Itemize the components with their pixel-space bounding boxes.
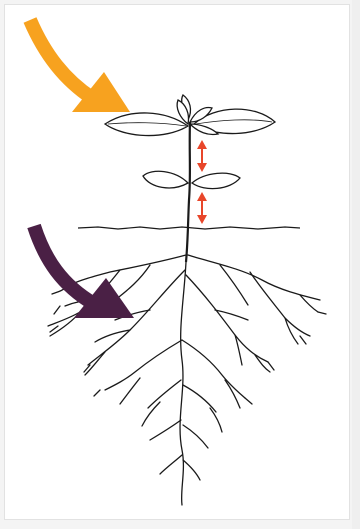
root-system bbox=[48, 255, 326, 505]
growth-arrow-icon bbox=[197, 140, 207, 172]
cotyledon-left bbox=[143, 171, 188, 188]
sunlight-arrow-icon bbox=[30, 20, 130, 112]
stem bbox=[186, 122, 190, 262]
cotyledon-right bbox=[192, 173, 240, 188]
cotyledons bbox=[143, 171, 240, 188]
growth-arrow-icon bbox=[197, 192, 207, 224]
